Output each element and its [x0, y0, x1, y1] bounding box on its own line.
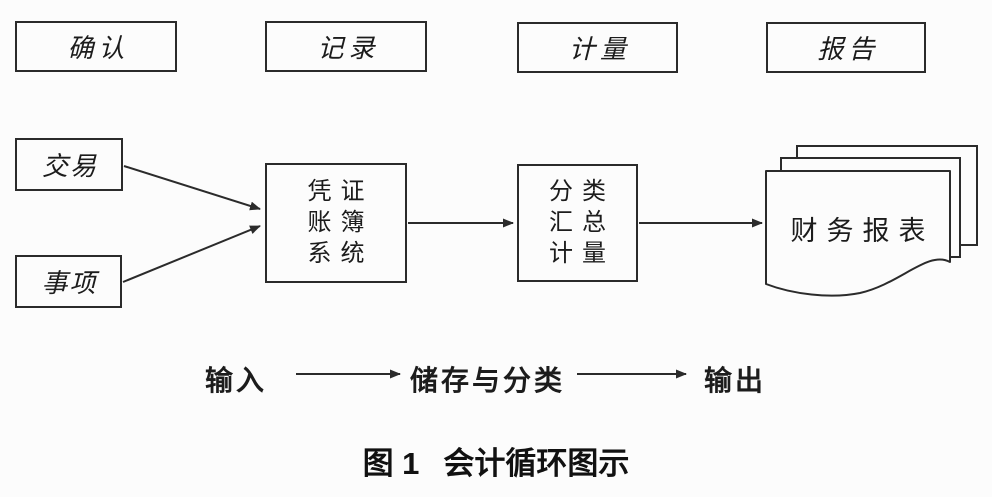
stage-box-reporting: 报告: [766, 22, 926, 73]
stage-box-recording: 记录: [265, 21, 427, 72]
flow-label-storage-classification: 储存与分类: [409, 366, 565, 397]
arrow-events-to-system: [122, 225, 261, 283]
arrow-transactions-to-system: [123, 165, 261, 211]
process-line-voucher: 凭证: [307, 178, 374, 205]
figure-caption: 图 1 会计循环图示: [0, 438, 992, 483]
process-box-voucher-ledger-system: 凭证 账簿 系统: [265, 163, 407, 283]
process-line-ledger: 账簿: [307, 209, 374, 236]
process-line-measure: 计量: [549, 240, 615, 267]
process-line-classify: 分类: [549, 178, 615, 205]
flow-label-output: 输出: [703, 366, 766, 397]
stage-label-recognition: 确认: [67, 34, 130, 63]
process-line-summarize: 汇总: [549, 209, 615, 236]
document-stack: [765, 145, 978, 297]
figure-caption-number: 图 1: [362, 446, 420, 481]
input-label-transactions: 交易: [41, 152, 98, 181]
input-box-events: 事项: [15, 255, 122, 308]
process-box-classify-summarize-measure: 分类 汇总 计量: [517, 164, 638, 282]
stage-label-reporting: 报告: [817, 35, 880, 64]
flow-label-input: 输入: [204, 366, 267, 397]
stage-box-recognition: 确认: [15, 21, 177, 72]
input-box-transactions: 交易: [15, 138, 123, 191]
stage-box-measurement: 计量: [517, 22, 678, 73]
document-page-front: [765, 170, 951, 297]
stage-label-recording: 记录: [317, 34, 380, 63]
financial-statements-label: 财务报表: [790, 216, 935, 246]
input-label-events: 事项: [41, 269, 98, 298]
figure-caption-title: 会计循环图示: [443, 446, 630, 481]
stage-label-measurement: 计量: [568, 35, 631, 64]
process-line-system: 系统: [307, 240, 374, 267]
